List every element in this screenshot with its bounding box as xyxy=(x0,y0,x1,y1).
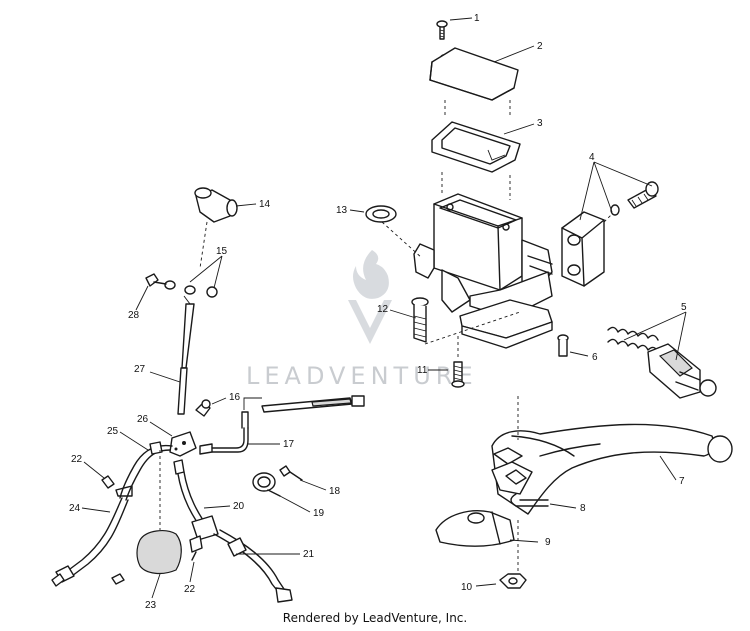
screw-part-11 xyxy=(451,336,465,388)
brake-hose-part-21 xyxy=(213,529,293,603)
diaphragm-gasket-part-3 xyxy=(431,121,521,200)
pivot-pin-part-6 xyxy=(557,334,569,357)
callout-10: 10 xyxy=(461,582,473,593)
callout-6: 6 xyxy=(592,352,598,363)
rendered-by-footer: Rendered by LeadVenture, Inc. xyxy=(282,611,468,625)
banjo-fitting-part-14 xyxy=(194,187,238,269)
callout-21: 21 xyxy=(303,549,315,560)
brake-line-part-17 xyxy=(199,395,365,455)
brake-line-part-27 xyxy=(177,295,195,415)
boot-part-13 xyxy=(365,205,423,259)
brake-hose-part-25 xyxy=(119,441,173,501)
clamp-ring-part-19 xyxy=(252,472,281,497)
banjo-bolt-washers-part-15 xyxy=(164,280,218,298)
callout-3: 3 xyxy=(537,118,543,129)
callout-17: 17 xyxy=(283,439,295,450)
brake-hose-part-20 xyxy=(173,459,219,541)
callout-13: 13 xyxy=(336,205,348,216)
piston-assembly-part-5 xyxy=(607,326,717,399)
callout-27: 27 xyxy=(134,364,146,375)
brake-lever-part-7 xyxy=(491,396,733,572)
callout-1: 1 xyxy=(474,13,480,24)
hose-clip-part-22-right xyxy=(189,535,203,561)
bolt-part-28 xyxy=(145,273,167,287)
callout-4: 4 xyxy=(589,152,595,163)
bracket-pad-part-23 xyxy=(111,530,182,585)
callout-2: 2 xyxy=(537,41,543,52)
leadventure-watermark: LEADVENTURE xyxy=(246,250,478,390)
switch-bracket-part-9 xyxy=(435,510,515,547)
master-cylinder-body xyxy=(413,193,553,349)
spring-clip-part-8 xyxy=(510,493,549,507)
callout-20: 20 xyxy=(233,501,245,512)
junction-block-part-26 xyxy=(169,431,197,457)
callout-9: 9 xyxy=(545,537,551,548)
bolt-part-12 xyxy=(411,297,521,345)
fitting-part-16 xyxy=(195,399,211,417)
callout-26: 26 xyxy=(137,414,149,425)
callout-19: 19 xyxy=(313,508,325,519)
callout-22-right: 22 xyxy=(184,584,196,595)
callout-25: 25 xyxy=(107,426,119,437)
clamp-part-4 xyxy=(561,181,659,287)
callout-23: 23 xyxy=(145,600,157,611)
callout-8: 8 xyxy=(580,503,586,514)
callout-24: 24 xyxy=(69,503,81,514)
callout-11: 11 xyxy=(417,365,428,376)
screw-part-18 xyxy=(279,465,303,481)
callout-12: 12 xyxy=(377,304,389,315)
callout-15: 15 xyxy=(216,246,228,257)
nut-part-10 xyxy=(499,573,527,589)
reservoir-cover-part-2 xyxy=(429,47,519,118)
callout-28: 28 xyxy=(128,310,140,321)
callout-22-left: 22 xyxy=(71,454,83,465)
leader-lines xyxy=(81,17,687,599)
callout-7: 7 xyxy=(679,476,685,487)
brake-hose-part-24 xyxy=(51,497,129,587)
callout-14: 14 xyxy=(259,199,271,210)
callout-18: 18 xyxy=(329,486,341,497)
callout-16: 16 xyxy=(229,392,241,403)
hose-clamp-part-22-left xyxy=(101,475,133,497)
callout-numbers: 1 2 3 4 5 6 7 8 9 10 11 12 13 14 15 16 1… xyxy=(69,13,687,611)
watermark-text: LEADVENTURE xyxy=(246,362,478,390)
callout-5: 5 xyxy=(681,302,687,313)
